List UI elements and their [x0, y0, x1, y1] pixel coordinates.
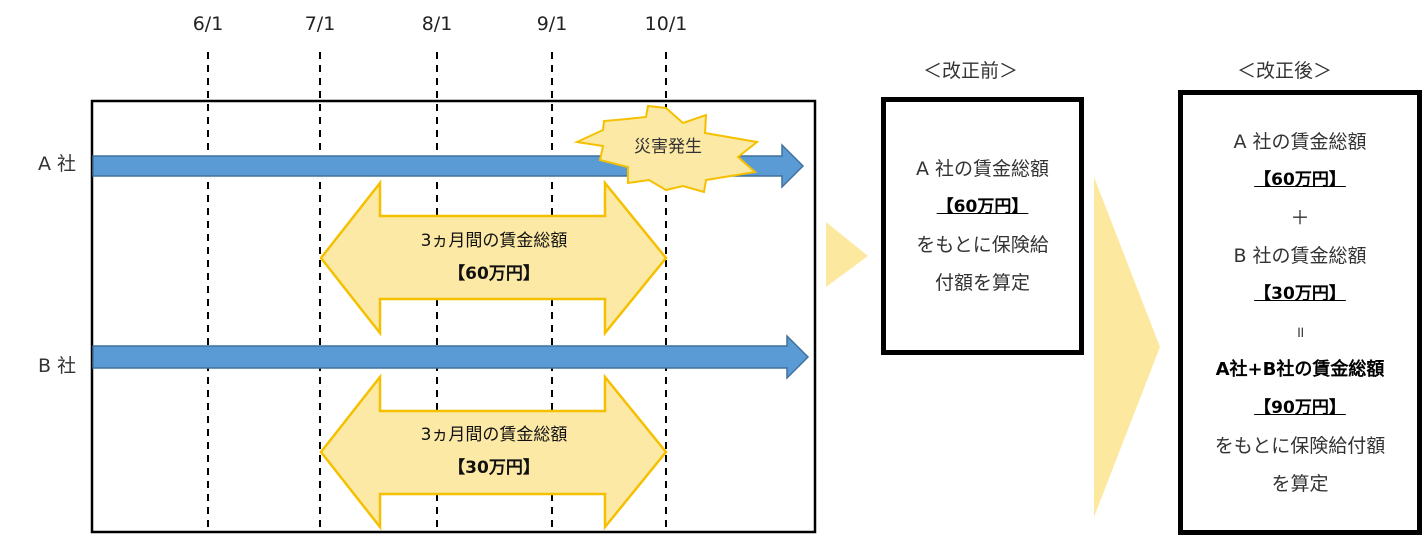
before-line-1: A 社の賃金総額: [915, 158, 1050, 180]
after-amount-a: 【60万円】: [1254, 169, 1346, 190]
before-title: ＜改正前＞: [923, 60, 1019, 82]
date-label-8-1: 8/1: [422, 13, 453, 35]
after-amount-combined: 【90万円】: [1254, 397, 1346, 418]
after-line-basis: をもとに保険給付額: [1214, 434, 1386, 457]
before-box: A 社の賃金総額 【60万円】 をもとに保険給 付額を算定: [881, 97, 1084, 355]
after-box: A 社の賃金総額 【60万円】 ＋ B 社の賃金総額 【30万円】 ॥ A社+B…: [1178, 90, 1422, 535]
after-title: ＜改正後＞: [1237, 60, 1333, 82]
company-a-period-label: 3ヵ月間の賃金総額: [421, 231, 568, 251]
date-label-9-1: 9/1: [537, 13, 568, 35]
timeline-frame: [90, 99, 817, 534]
after-line-b-total: B 社の賃金総額: [1233, 244, 1367, 267]
disaster-burst-icon: [573, 104, 760, 194]
before-line-4: 付額を算定: [934, 272, 1030, 294]
after-equals: ॥: [1295, 322, 1305, 341]
before-amount: 【60万円】: [936, 197, 1029, 217]
date-label-6-1: 6/1: [193, 13, 224, 35]
company-b-period-amount: 【30万円】: [448, 457, 540, 478]
company-b-period-label: 3ヵ月間の賃金総額: [421, 425, 568, 445]
after-line-calc: を算定: [1271, 472, 1329, 495]
company-a-period-amount: 【60万円】: [448, 263, 540, 284]
date-label-7-1: 7/1: [305, 13, 336, 35]
before-line-3: をもとに保険給: [916, 234, 1049, 256]
company-a-employment-arrow: [92, 143, 805, 189]
after-line-a-total: A 社の賃金総額: [1233, 130, 1367, 153]
after-line-combined: A社+B社の賃金総額: [1215, 358, 1385, 380]
date-label-10-1: 10/1: [645, 13, 688, 35]
company-b-period-arrow: [319, 373, 668, 531]
company-a-label: A 社: [38, 153, 76, 175]
after-plus: ＋: [1290, 206, 1310, 229]
company-b-label: B 社: [38, 355, 76, 377]
flow-arrow-large: [1094, 177, 1160, 517]
after-amount-b: 【30万円】: [1254, 283, 1346, 304]
company-b-employment-arrow: [92, 334, 810, 380]
disaster-label: 災害発生: [634, 137, 702, 157]
company-a-period-arrow: [319, 179, 668, 337]
flow-arrow-small: [826, 222, 868, 287]
